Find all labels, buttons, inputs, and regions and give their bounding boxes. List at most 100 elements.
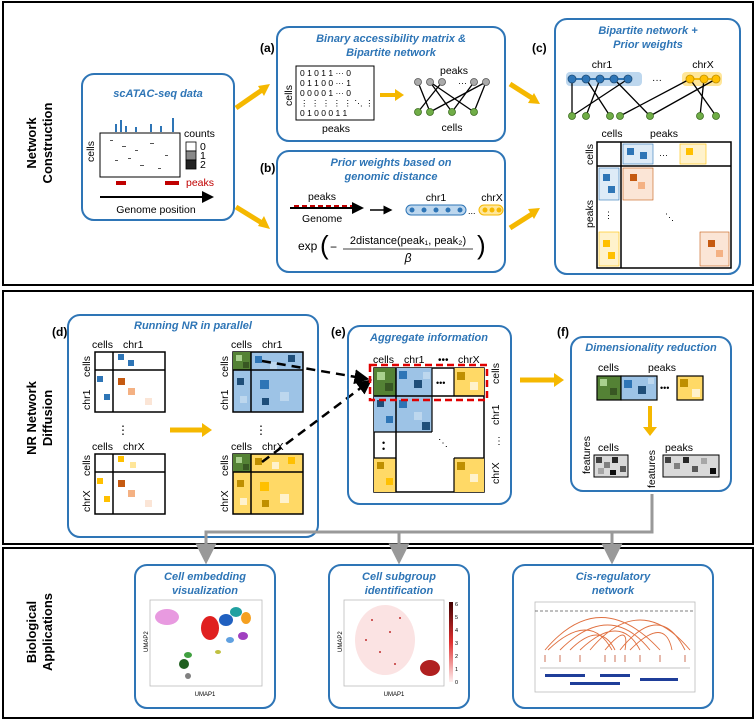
d-left-cells-side-x: cells: [81, 455, 93, 476]
scatac-peaks-label: peaks: [186, 177, 214, 189]
scatac-title: scATAC-seq data: [113, 88, 202, 100]
arrow-a-to-c: [508, 81, 540, 104]
peak-ellipsis-a: ···: [458, 78, 467, 88]
svg-text:2: 2: [455, 654, 458, 660]
arrow-scatac-to-a: [234, 84, 270, 111]
svg-text:β: β: [404, 251, 412, 265]
panel-c-cells-header: cells: [601, 128, 622, 140]
panel-b: [276, 150, 506, 273]
d-left-chr1-side: chr1: [81, 389, 93, 410]
panel-label-f: (f): [557, 325, 569, 339]
svg-text:⋱: ⋱: [438, 438, 448, 449]
f-peaks-top: peaks: [648, 362, 676, 374]
scatac-counts-label: counts: [184, 128, 215, 140]
app-embedding-title-2: visualization: [172, 585, 238, 597]
bipartite-network-a: [417, 81, 487, 113]
panel-b-chr1-nodes: [409, 207, 463, 213]
svg-text:NR Network: NR Network: [24, 380, 39, 454]
d-right-cells-top: cells: [231, 339, 252, 351]
panel-b-title-2: genomic distance: [344, 171, 438, 183]
arrow-scatac-to-b: [234, 204, 270, 229]
svg-text:4: 4: [455, 628, 458, 634]
app-embedding-panel: [134, 564, 276, 709]
panel-c-title-2: Prior weights: [613, 39, 683, 51]
section-title-applications: Biological Applications: [24, 593, 55, 671]
svg-text:−: −: [330, 240, 337, 254]
f-combined-row: •••: [596, 375, 704, 401]
svg-text:Network: Network: [24, 117, 39, 169]
umap-subgroup-plot: [343, 599, 453, 687]
panel-b-peaks-label: peaks: [308, 191, 336, 203]
panel-c-chrX-label: chrX: [692, 59, 714, 71]
d-left-vellipsis: ⋮: [117, 423, 129, 437]
panel-f: [570, 336, 732, 492]
d-right-chr1-matrix: [232, 351, 304, 413]
f-peak-features-matrix: [662, 454, 720, 478]
section-frame-applications: [2, 547, 754, 719]
e-cells-top: cells: [373, 354, 394, 366]
d-left-chr1-top: chr1: [123, 339, 144, 351]
peak-nodes-a: [414, 78, 490, 86]
panel-label-e: (e): [331, 325, 346, 339]
svg-text:exp: exp: [298, 239, 318, 253]
umap1-label-b: UMAP1: [384, 692, 405, 698]
panel-f-title: Dimensionality reduction: [585, 342, 717, 354]
count-legend-2: [185, 159, 197, 170]
count-level-0: 0: [200, 141, 206, 153]
e-chr1-top: chr1: [404, 354, 425, 366]
panel-d: [67, 314, 319, 538]
cis-regulatory-plot: [534, 601, 696, 693]
panel-b-title-1: Prior weights based on: [330, 157, 451, 169]
panel-c-peaks-header: peaks: [650, 128, 678, 140]
section-title-network: Network Construction: [24, 103, 55, 184]
d-left-chrX-top: chrX: [123, 441, 145, 453]
scatac-count-dots: [110, 140, 168, 169]
f-features-right: features: [646, 450, 658, 488]
panel-a-title-1: Binary accessibility matrix &: [316, 33, 466, 45]
svg-text:0 1 0 1 1 ··· 0: 0 1 0 1 1 ··· 0: [300, 68, 351, 78]
svg-text:3: 3: [455, 641, 458, 647]
svg-text:0 1 0 0 0 1 1: 0 1 0 0 0 1 1: [300, 108, 348, 118]
umap1-label-a: UMAP1: [195, 692, 216, 698]
svg-text:): ): [477, 230, 486, 260]
app-cisreg-title-1: Cis-regulatory: [576, 571, 651, 583]
d-to-e-dashed-arrow-1: [261, 359, 370, 385]
panel-e: [347, 325, 512, 505]
count-legend-1: [185, 150, 197, 161]
svg-text:•••: •••: [436, 378, 445, 388]
panel-c-ellipsis: ···: [652, 75, 662, 86]
f-features-left: features: [581, 436, 593, 474]
e-chr1-side: chr1: [490, 404, 502, 425]
colorbar-ticks: 6 5 4 3 2 1 0: [455, 602, 458, 686]
e-selected-row-highlight: [368, 363, 489, 402]
svg-text:Construction: Construction: [40, 103, 55, 184]
e-cells-side: cells: [490, 363, 502, 384]
umap2-label-a: UMAP2: [144, 631, 150, 652]
panel-b-genome-label: Genome: [302, 213, 342, 225]
panel-c-peaks-side: peaks: [584, 200, 596, 228]
f-cells-bottom: cells: [598, 442, 619, 454]
count-level-1: 1: [200, 150, 206, 162]
arrow-matrix-to-network: [380, 89, 404, 101]
scatac-panel: [81, 73, 235, 221]
count-legend-0: [185, 141, 197, 152]
peak-mark-1: [116, 181, 126, 185]
e-chrX-top: chrX: [458, 354, 480, 366]
panel-label-d: (d): [52, 325, 67, 339]
app-subgroup-title-2: identification: [365, 585, 434, 597]
d-right-chrX-side: chrX: [219, 490, 231, 512]
binary-matrix-rows: 0 1 0 1 1 ··· 0 0 1 1 0 0 ··· 1 0 0 0 0 …: [300, 68, 374, 118]
svg-text:···: ···: [659, 150, 668, 160]
genome-position-label: Genome position: [116, 204, 196, 216]
e-aggregated-matrix: ••• •• ⋱: [373, 367, 485, 493]
panel-c-title-1: Bipartite network +: [598, 25, 698, 37]
d-left-chrX-matrix: [94, 453, 166, 515]
app-subgroup-panel: [328, 564, 470, 709]
f-cells-top: cells: [598, 362, 619, 374]
d-right-cells-side: cells: [219, 356, 231, 377]
d-left-cells-top: cells: [92, 339, 113, 351]
svg-text:⋮ ⋮ ⋮ ⋮ ⋮ ⋱ ⋮: ⋮ ⋮ ⋮ ⋮ ⋮ ⋱ ⋮: [300, 98, 374, 108]
svg-text:•: •: [382, 438, 385, 448]
panel-b-chrX-nodes: [482, 207, 502, 213]
